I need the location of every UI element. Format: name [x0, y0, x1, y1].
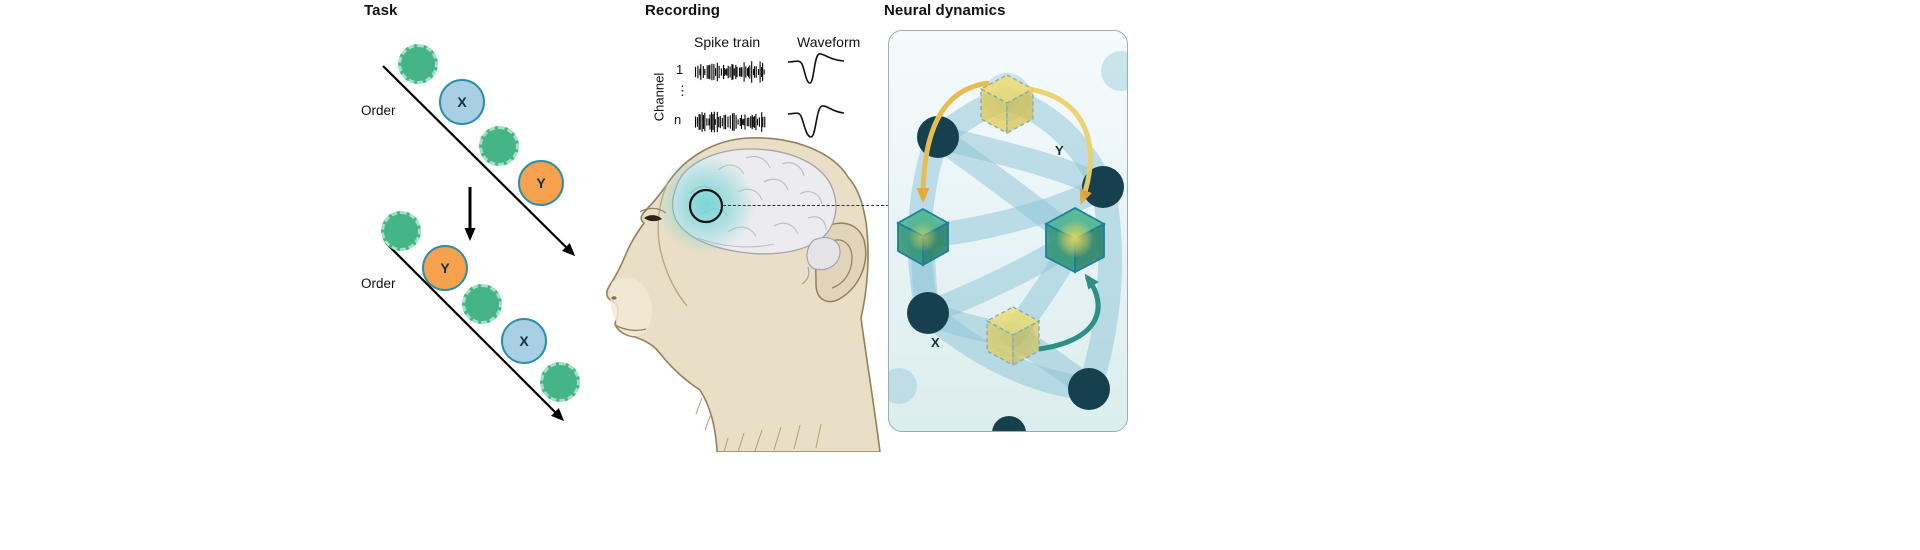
task-arrows-svg — [382, 65, 576, 422]
task-item-circle-y: Y — [518, 160, 564, 206]
brain-cerebellum — [806, 237, 841, 271]
neural-state-x-label: X — [931, 335, 940, 350]
waveform-2-svg — [787, 105, 845, 138]
monkey-mouth-line — [614, 324, 647, 332]
waveform-1-trace — [787, 53, 845, 84]
task-item-circle-dashed — [540, 362, 580, 402]
task-item-circle-dashed — [398, 44, 438, 84]
recording-site-circle — [688, 188, 724, 224]
channel-1-label: 1 — [676, 62, 684, 77]
state-node — [992, 416, 1026, 431]
task-item-x-label: X — [457, 94, 467, 110]
order-label-1: Order — [361, 103, 396, 118]
waveform-2-trace — [787, 105, 845, 138]
teal-transition-arrow — [1038, 273, 1101, 352]
task-panel-title: Task — [364, 2, 398, 19]
task-item-circle-dashed — [462, 284, 502, 324]
yellow-transition-arrow-left — [916, 80, 990, 203]
task-item-y-label: Y — [440, 260, 450, 276]
state-node — [1082, 166, 1124, 208]
state-node — [907, 292, 949, 334]
state-node — [1068, 368, 1110, 410]
green-cube-left — [896, 207, 950, 267]
monkey-eye — [644, 215, 662, 222]
channel-axis-label: Channel — [651, 72, 667, 122]
spike-train-label: Spike train — [694, 34, 761, 50]
neural-dynamics-panel: Y X — [888, 30, 1128, 432]
task-item-circle-y: Y — [422, 245, 468, 291]
neural-panel-title: Neural dynamics — [884, 2, 1006, 19]
task-item-circle-x: X — [439, 79, 485, 125]
spike-train-svg — [694, 111, 766, 133]
channel-ellipsis: ⋮ — [676, 83, 689, 98]
task-item-y-label: Y — [536, 175, 546, 191]
monkey-head-illustration — [606, 137, 881, 452]
green-cube-right — [1044, 206, 1106, 274]
waveform-label: Waveform — [797, 34, 861, 50]
neural-network-svg — [889, 51, 1127, 431]
task-item-circle-x: X — [501, 318, 547, 364]
monkey-fur-lines — [695, 397, 822, 452]
yellow-cube-bottom — [985, 306, 1041, 367]
yellow-cube-top — [979, 74, 1035, 135]
order-arrow-1 — [382, 65, 576, 257]
order-label-2: Order — [361, 276, 396, 291]
waveform-1-svg — [787, 53, 845, 84]
order-arrow-2 — [385, 242, 565, 422]
monkey-nostril — [611, 296, 617, 300]
task-item-x-label: X — [519, 333, 529, 349]
brain-stem — [801, 266, 810, 285]
spike-train-svg — [694, 61, 765, 83]
yellow-transition-arrow-right — [1028, 86, 1093, 205]
recording-panel-title: Recording — [645, 2, 721, 19]
monkey-muzzle-shade — [610, 277, 653, 336]
recording-site-glow — [656, 154, 756, 254]
transition-arrows — [916, 80, 1101, 352]
monkey-ear-inner — [829, 239, 853, 289]
task-item-circle-dashed — [479, 126, 519, 166]
task-item-circle-dashed — [381, 211, 421, 251]
neural-state-y-label: Y — [1055, 143, 1064, 158]
recording-site-dashed-line — [723, 205, 889, 206]
channel-n-label: n — [674, 112, 682, 127]
